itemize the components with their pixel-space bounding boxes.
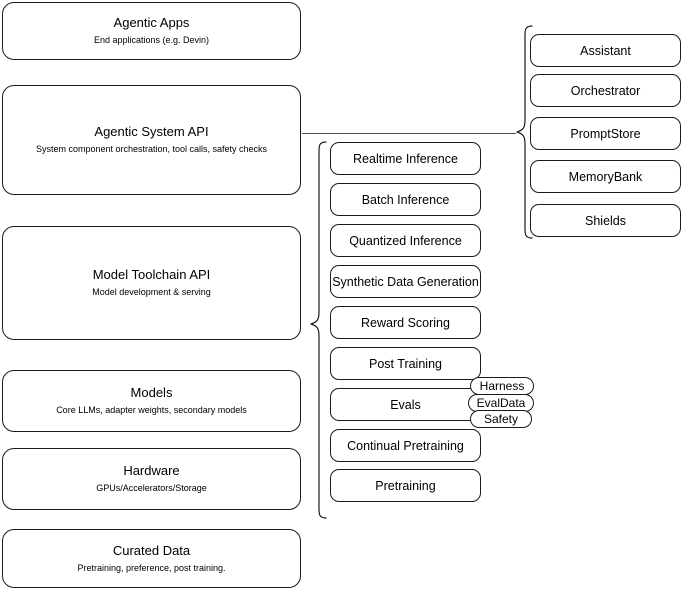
- layer-subtitle: End applications (e.g. Devin): [93, 35, 210, 45]
- layer-title: Hardware: [123, 463, 180, 478]
- stack-layer-hardware[interactable]: Hardware GPUs/Accelerators/Storage: [2, 448, 301, 510]
- component-label: MemoryBank: [568, 169, 643, 184]
- agentic-component-promptstore[interactable]: PromptStore: [530, 117, 681, 150]
- layer-title: Models: [130, 385, 173, 400]
- capability-pretraining[interactable]: Pretraining: [330, 469, 481, 502]
- brace-agentic-components: [512, 24, 536, 240]
- component-label: Orchestrator: [570, 83, 641, 98]
- capability-label: Continual Pretraining: [347, 438, 464, 453]
- layer-subtitle: Model development & serving: [92, 287, 211, 297]
- component-label: PromptStore: [570, 126, 641, 141]
- evals-tag-label: Harness: [479, 379, 525, 393]
- capability-realtime-inference[interactable]: Realtime Inference: [330, 142, 481, 175]
- layer-subtitle: GPUs/Accelerators/Storage: [96, 483, 207, 493]
- capability-label: Evals: [390, 397, 421, 412]
- evals-tag-label: EvalData: [476, 396, 526, 410]
- layer-title: Curated Data: [112, 542, 191, 558]
- component-label: Shields: [585, 213, 626, 228]
- stack-layer-agentic-apps[interactable]: Agentic Apps End applications (e.g. Devi…: [2, 2, 301, 60]
- capability-label: Synthetic Data Generation: [332, 274, 479, 289]
- component-label: Assistant: [580, 43, 631, 58]
- agentic-component-orchestrator[interactable]: Orchestrator: [530, 74, 681, 107]
- stack-layer-models[interactable]: Models Core LLMs, adapter weights, secon…: [2, 370, 301, 432]
- layer-title: Model Toolchain API: [92, 267, 211, 282]
- layer-title: Agentic Apps: [113, 15, 190, 30]
- capability-label: Reward Scoring: [361, 315, 450, 330]
- capability-continual-pretraining[interactable]: Continual Pretraining: [330, 429, 481, 462]
- layer-subtitle: Pretraining, preference, post training.: [77, 562, 226, 573]
- brace-toolchain-capabilities: [304, 140, 328, 520]
- agentic-component-assistant[interactable]: Assistant: [530, 34, 681, 67]
- capability-evals[interactable]: Evals: [330, 388, 481, 421]
- agentic-component-memorybank[interactable]: MemoryBank: [530, 160, 681, 193]
- capability-label: Pretraining: [375, 478, 436, 493]
- layer-title: Agentic System API: [94, 124, 209, 139]
- connector-line-system-api-to-components: [302, 133, 516, 134]
- capability-synthetic-data-generation[interactable]: Synthetic Data Generation: [330, 265, 481, 298]
- capability-quantized-inference[interactable]: Quantized Inference: [330, 224, 481, 257]
- evals-tag-label: Safety: [483, 412, 519, 426]
- layer-subtitle: System component orchestration, tool cal…: [35, 144, 268, 154]
- stack-layer-model-toolchain-api[interactable]: Model Toolchain API Model development & …: [2, 226, 301, 340]
- layer-subtitle: Core LLMs, adapter weights, secondary mo…: [56, 405, 247, 415]
- capability-label: Quantized Inference: [349, 233, 462, 248]
- capability-label: Realtime Inference: [353, 151, 458, 166]
- capability-reward-scoring[interactable]: Reward Scoring: [330, 306, 481, 339]
- capability-batch-inference[interactable]: Batch Inference: [330, 183, 481, 216]
- agentic-component-shields[interactable]: Shields: [530, 204, 681, 237]
- evals-tag-harness[interactable]: Harness: [470, 377, 534, 395]
- capability-post-training[interactable]: Post Training: [330, 347, 481, 380]
- capability-label: Post Training: [369, 356, 442, 371]
- evals-tag-safety[interactable]: Safety: [470, 410, 532, 428]
- stack-layer-agentic-system-api[interactable]: Agentic System API System component orch…: [2, 85, 301, 195]
- stack-layer-curated-data[interactable]: Curated Data Pretraining, preference, po…: [2, 529, 301, 588]
- capability-label: Batch Inference: [361, 192, 450, 207]
